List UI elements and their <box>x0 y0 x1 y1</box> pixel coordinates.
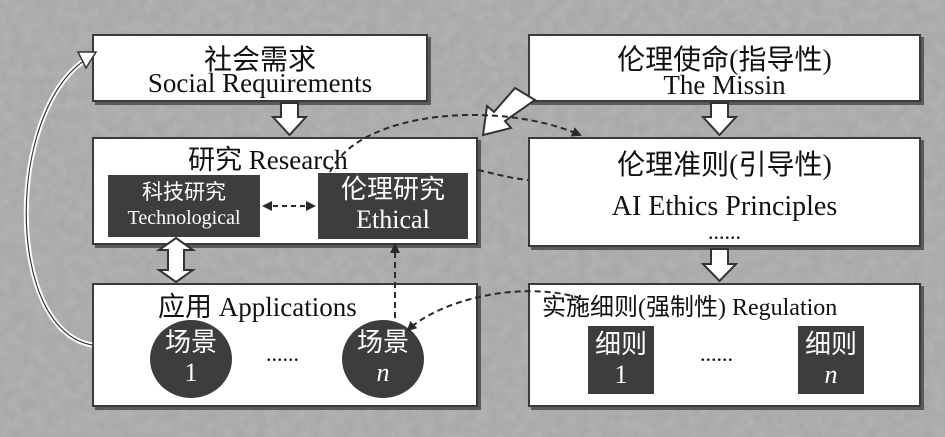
rule-1-node: 细则 1 <box>588 326 654 394</box>
scenario-n-index: n <box>376 358 390 387</box>
rule-n-label: 细则 <box>804 330 857 359</box>
applications-title: 应用 Applications <box>158 292 357 322</box>
social-requirements-box: 社会需求 Social Requirements <box>92 34 428 102</box>
research-title: 研究 Research <box>188 145 348 175</box>
ethics-principles-en: AI Ethics Principles <box>611 191 838 222</box>
ethical-research-zh: 伦理研究 <box>340 175 445 204</box>
ethics-principles-zh: 伦理准则(引导性) <box>617 150 832 181</box>
technological-research-zh: 科技研究 <box>142 180 226 204</box>
ethical-mission-box: 伦理使命(指导性) The Missin <box>528 34 921 102</box>
social-requirements-zh: 社会需求 <box>203 45 316 76</box>
scenario-n-node: 场景 n <box>342 320 424 398</box>
ethics-principles-ellipsis: ...... <box>708 219 741 244</box>
regulation-title: 实施细则(强制性) Regulation <box>542 295 838 321</box>
scenario-1-label: 场景 <box>164 328 217 357</box>
rule-n-node: 细则 n <box>798 326 864 394</box>
ethical-research-node: 伦理研究 Ethical <box>318 173 468 239</box>
ethical-mission-zh: 伦理使命(指导性) <box>617 45 832 76</box>
rule-1-index: 1 <box>614 360 628 389</box>
technological-research-en: Technological <box>127 207 241 229</box>
rule-n-index: n <box>824 360 838 389</box>
technological-research-node: 科技研究 Technological <box>108 175 260 237</box>
social-requirements-en: Social Requirements <box>147 68 373 98</box>
ethical-mission-en: The Missin <box>663 70 786 100</box>
scenario-1-node: 场景 1 <box>150 320 232 398</box>
ethical-research-en: Ethical <box>356 205 430 234</box>
scenario-1-index: 1 <box>184 358 198 387</box>
ethics-principles-box: 伦理准则(引导性) AI Ethics Principles ...... <box>528 137 921 247</box>
applications-ellipsis: ...... <box>266 341 299 366</box>
scenario-n-label: 场景 <box>356 328 409 357</box>
rule-1-label: 细则 <box>594 330 647 359</box>
regulation-ellipsis: ...... <box>700 341 733 366</box>
